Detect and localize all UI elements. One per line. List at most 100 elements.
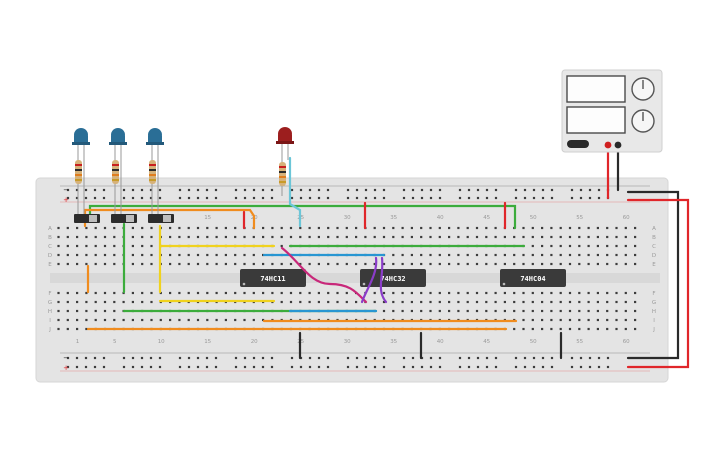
breadboard-hole[interactable]	[196, 188, 200, 192]
breadboard-hole[interactable]	[252, 196, 256, 200]
breadboard-hole[interactable]	[75, 196, 79, 200]
breadboard-hole[interactable]	[606, 262, 609, 266]
breadboard-hole[interactable]	[66, 188, 70, 192]
breadboard-hole[interactable]	[224, 291, 227, 295]
breadboard-hole[interactable]	[448, 291, 451, 295]
breadboard-hole[interactable]	[410, 309, 413, 313]
breadboard-hole[interactable]	[559, 262, 562, 266]
breadboard-hole[interactable]	[215, 226, 218, 230]
wire-cyan-led[interactable]	[288, 156, 302, 228]
breadboard-hole[interactable]	[66, 327, 69, 331]
psu-negative-terminal[interactable]	[614, 141, 622, 149]
breadboard-hole[interactable]	[131, 253, 134, 257]
breadboard-hole[interactable]	[141, 318, 144, 322]
breadboard-hole[interactable]	[224, 226, 227, 230]
breadboard-hole[interactable]	[438, 356, 442, 360]
breadboard-hole[interactable]	[131, 318, 134, 322]
breadboard-hole[interactable]	[634, 318, 637, 322]
breadboard-hole[interactable]	[541, 253, 544, 257]
breadboard-hole[interactable]	[234, 356, 238, 360]
breadboard-hole[interactable]	[438, 291, 441, 295]
breadboard-hole[interactable]	[522, 327, 525, 331]
resistor-1[interactable]	[75, 160, 82, 184]
breadboard-hole[interactable]	[523, 188, 527, 192]
breadboard-hole[interactable]	[494, 365, 498, 369]
breadboard-hole[interactable]	[550, 327, 553, 331]
breadboard-hole[interactable]	[606, 300, 609, 304]
breadboard-hole[interactable]	[66, 309, 69, 313]
breadboard-hole[interactable]	[102, 188, 106, 192]
breadboard-hole[interactable]	[559, 318, 562, 322]
breadboard-hole[interactable]	[94, 262, 97, 266]
breadboard-hole[interactable]	[261, 196, 265, 200]
breadboard-hole[interactable]	[178, 262, 181, 266]
breadboard-hole[interactable]	[140, 356, 144, 360]
breadboard-hole[interactable]	[568, 244, 572, 248]
breadboard-hole[interactable]	[513, 235, 516, 239]
breadboard-hole[interactable]	[262, 235, 265, 239]
breadboard-hole[interactable]	[84, 356, 88, 360]
breadboard-hole[interactable]	[402, 356, 406, 360]
breadboard-hole[interactable]	[475, 235, 479, 239]
breadboard-hole[interactable]	[513, 291, 516, 295]
breadboard-hole[interactable]	[410, 226, 413, 230]
breadboard-hole[interactable]	[457, 235, 460, 239]
breadboard-hole[interactable]	[169, 318, 172, 322]
breadboard-hole[interactable]	[587, 262, 590, 266]
breadboard-hole[interactable]	[113, 318, 116, 322]
breadboard-hole[interactable]	[66, 300, 69, 304]
breadboard-hole[interactable]	[494, 356, 498, 360]
breadboard-hole[interactable]	[149, 365, 153, 369]
breadboard-hole[interactable]	[429, 226, 432, 230]
breadboard-hole[interactable]	[466, 226, 469, 230]
breadboard-hole[interactable]	[234, 318, 237, 322]
breadboard-hole[interactable]	[606, 291, 609, 295]
breadboard-hole[interactable]	[243, 235, 246, 239]
breadboard-hole[interactable]	[541, 196, 545, 200]
breadboard-hole[interactable]	[84, 196, 88, 200]
breadboard-hole[interactable]	[466, 300, 469, 304]
breadboard-hole[interactable]	[158, 356, 162, 360]
breadboard-hole[interactable]	[326, 188, 330, 192]
breadboard-hole[interactable]	[494, 226, 497, 230]
breadboard-hole[interactable]	[503, 291, 506, 295]
breadboard-hole[interactable]	[113, 262, 116, 266]
breadboard-hole[interactable]	[531, 235, 534, 239]
ic-74hc32[interactable]: 74HC32	[360, 269, 426, 287]
led-blue-2[interactable]	[109, 128, 127, 216]
breadboard-hole[interactable]	[401, 253, 404, 257]
breadboard-hole[interactable]	[606, 327, 609, 331]
breadboard-hole[interactable]	[141, 226, 144, 230]
breadboard-hole[interactable]	[587, 253, 590, 257]
breadboard-hole[interactable]	[438, 188, 442, 192]
breadboard-hole[interactable]	[410, 253, 413, 257]
breadboard-hole[interactable]	[568, 235, 572, 239]
breadboard-hole[interactable]	[214, 365, 218, 369]
breadboard-hole[interactable]	[559, 300, 562, 304]
breadboard-hole[interactable]	[206, 318, 209, 322]
breadboard-hole[interactable]	[224, 262, 227, 266]
breadboard-hole[interactable]	[596, 235, 599, 239]
breadboard-hole[interactable]	[75, 188, 79, 192]
breadboard-hole[interactable]	[550, 318, 553, 322]
breadboard-hole[interactable]	[467, 188, 471, 192]
resistor-4[interactable]	[279, 162, 286, 186]
breadboard-hole[interactable]	[597, 356, 601, 360]
breadboard-hole[interactable]	[290, 356, 294, 360]
breadboard-hole[interactable]	[466, 309, 469, 313]
breadboard-hole[interactable]	[243, 262, 246, 266]
breadboard-hole[interactable]	[299, 262, 302, 266]
wire-rail-black[interactable]	[626, 190, 680, 360]
breadboard-hole[interactable]	[187, 253, 190, 257]
breadboard-hole[interactable]	[570, 188, 574, 192]
breadboard-hole[interactable]	[541, 244, 544, 248]
breadboard-hole[interactable]	[355, 365, 359, 369]
breadboard-hole[interactable]	[57, 300, 60, 304]
breadboard-hole[interactable]	[215, 235, 218, 239]
breadboard-hole[interactable]	[262, 291, 265, 295]
breadboard-hole[interactable]	[336, 226, 339, 230]
breadboard-hole[interactable]	[476, 365, 480, 369]
wire-magenta[interactable]	[280, 246, 368, 304]
breadboard-hole[interactable]	[85, 300, 88, 304]
breadboard-hole[interactable]	[326, 196, 330, 200]
